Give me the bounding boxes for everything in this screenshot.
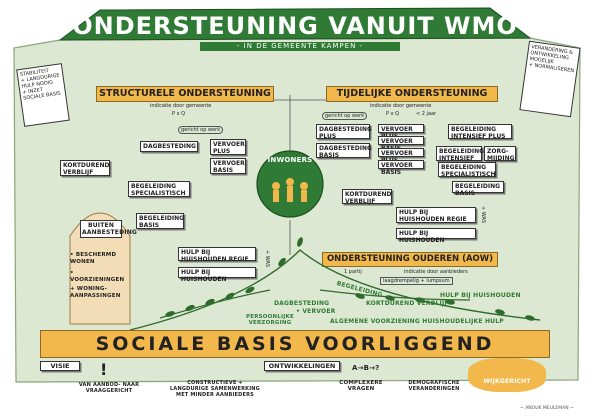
tijdelijke-indicatie: indicatie door gemeente (370, 103, 432, 109)
t-hbh: HULP BIJ HUISHOUDEN (396, 228, 476, 244)
page-subtitle: - IN DE GEMEENTE KAMPEN - (200, 42, 400, 51)
structurele-gericht: gericht op werk (178, 126, 224, 134)
t-begeleiding-intensief: BEGELEIDING INTENSIEF (436, 146, 484, 162)
structurele-indicatie: indicatie door gemeente (150, 103, 212, 109)
s-vervoer-basis: VERVOER BASIS (210, 158, 246, 174)
tijdelijke-duur: < 2 jaar (416, 111, 437, 117)
inwoners-circle (256, 150, 324, 218)
buiten-item: • VOORZIENINGEN (70, 270, 125, 283)
s-hbh: HULP BIJ HUISHOUDEN (178, 267, 256, 283)
ouderen-heading: ONDERSTEUNING OUDEREN (AOW) (322, 252, 498, 267)
tijdelijke-heading: TIJDELIJKE ONDERSTEUNING (326, 86, 498, 102)
tijdelijke-gericht: gericht op werk (322, 112, 368, 120)
page-title: ONDERSTEUNING VANUIT WMO (72, 12, 518, 40)
buiten-shape (69, 212, 131, 325)
t-zorgmijding: ZORG-MIJDING (484, 146, 516, 162)
t-begeleiding-specialistisch: BEGELEIDING SPECIALISTISCH (438, 162, 496, 178)
structurele-pxq: P x Q (172, 111, 186, 117)
t-begeleiding-intensief-plus: BEGELEIDING INTENSIEF PLUS (448, 124, 512, 140)
bottom-aanbod: VAN AANBOD- NAAR VRAAGGERICHT (78, 382, 140, 394)
sociale-basis-bar: SOCIALE BASIS VOORLIGGEND (40, 330, 550, 358)
visie-label: VISIE (40, 361, 80, 371)
t-vervoer-basis-2: VERVOER BASIS (378, 160, 424, 176)
exclaim-icon: ! (100, 360, 108, 379)
structurele-heading: STRUCTURELE ONDERSTEUNING (96, 86, 274, 102)
ouderen-partij: 1 partij (344, 269, 362, 275)
bottom-wijkgericht: WIJKGERICHT (483, 378, 531, 385)
branch-vervoer: • VERVOER (296, 308, 336, 315)
s-kortdurend-verblijf: KORTDUREND VERBLIJF (60, 160, 110, 176)
s-dagbesteding: DAGBESTEDING (140, 141, 198, 152)
branch-kortdurend: KORTDUREND VERBLIJF (366, 300, 449, 307)
s-begeleiding-specialistisch: BEGELEIDING SPECIALISTISCH (128, 181, 190, 197)
t-dagbesteding-basis: DAGBESTEDING BASIS (316, 143, 372, 159)
buiten-heading: BUITEN AANBESTEDING (80, 220, 138, 238)
branch-hbh: HULP BIJ HUISHOUDEN (440, 292, 521, 299)
inwoners-label: INWONERS (267, 156, 313, 164)
signature: ~ ANOUK MEULEMAN ~ (520, 406, 574, 411)
tijdelijke-pxq: P x Q (386, 111, 400, 117)
ouderen-indicatie: indicatie door aanbieders (404, 269, 468, 275)
t-dagbesteding-plus: DAGBESTEDING PLUS (316, 124, 372, 140)
ouderen-lumpsum: laagdrempelig + lumpsum (380, 277, 453, 285)
branch-dagbesteding: DAGBESTEDING (274, 300, 330, 307)
branch-persoonlijke: PERSOONLIJKE VERZORGING (246, 314, 294, 326)
s-begeleiding-basis: BEGELEIDING BASIS (136, 213, 184, 229)
s-vervoer-plus: VERVOER PLUS (210, 139, 246, 155)
wijkgericht-blob (468, 358, 546, 392)
branch-algemene: ALGEMENE VOORZIENING HUISHOUDELIJKE HULP (330, 318, 504, 325)
s-hbh-regie: HULP BIJ HUISHOUDEN REGIE (178, 247, 256, 263)
bottom-ab: A→B→? (352, 364, 380, 372)
ontwikkelingen-label: ONTWIKKELINGEN (264, 361, 340, 371)
bottom-demografische: DEMOGRAFISCHE VERANDERINGEN (408, 380, 460, 392)
t-kortdurend-verblijf: KORTDUREND VERBLIJF (342, 189, 392, 205)
t-begeleiding-basis: BEGELEIDING BASIS (452, 181, 504, 197)
t-hbh-regie: HULP BIJ HUISHOUDEN REGIE (396, 207, 476, 223)
buiten-item: • BESCHERMD WONEN (70, 252, 117, 265)
buiten-item: + WONING-AANPASSINGEN (70, 286, 121, 299)
bottom-constructieve: CONSTRUCTIEVE + LANGDURIGE SAMENWERKING … (170, 380, 260, 398)
bottom-complexere: COMPLEXERE VRAGEN (339, 380, 383, 392)
